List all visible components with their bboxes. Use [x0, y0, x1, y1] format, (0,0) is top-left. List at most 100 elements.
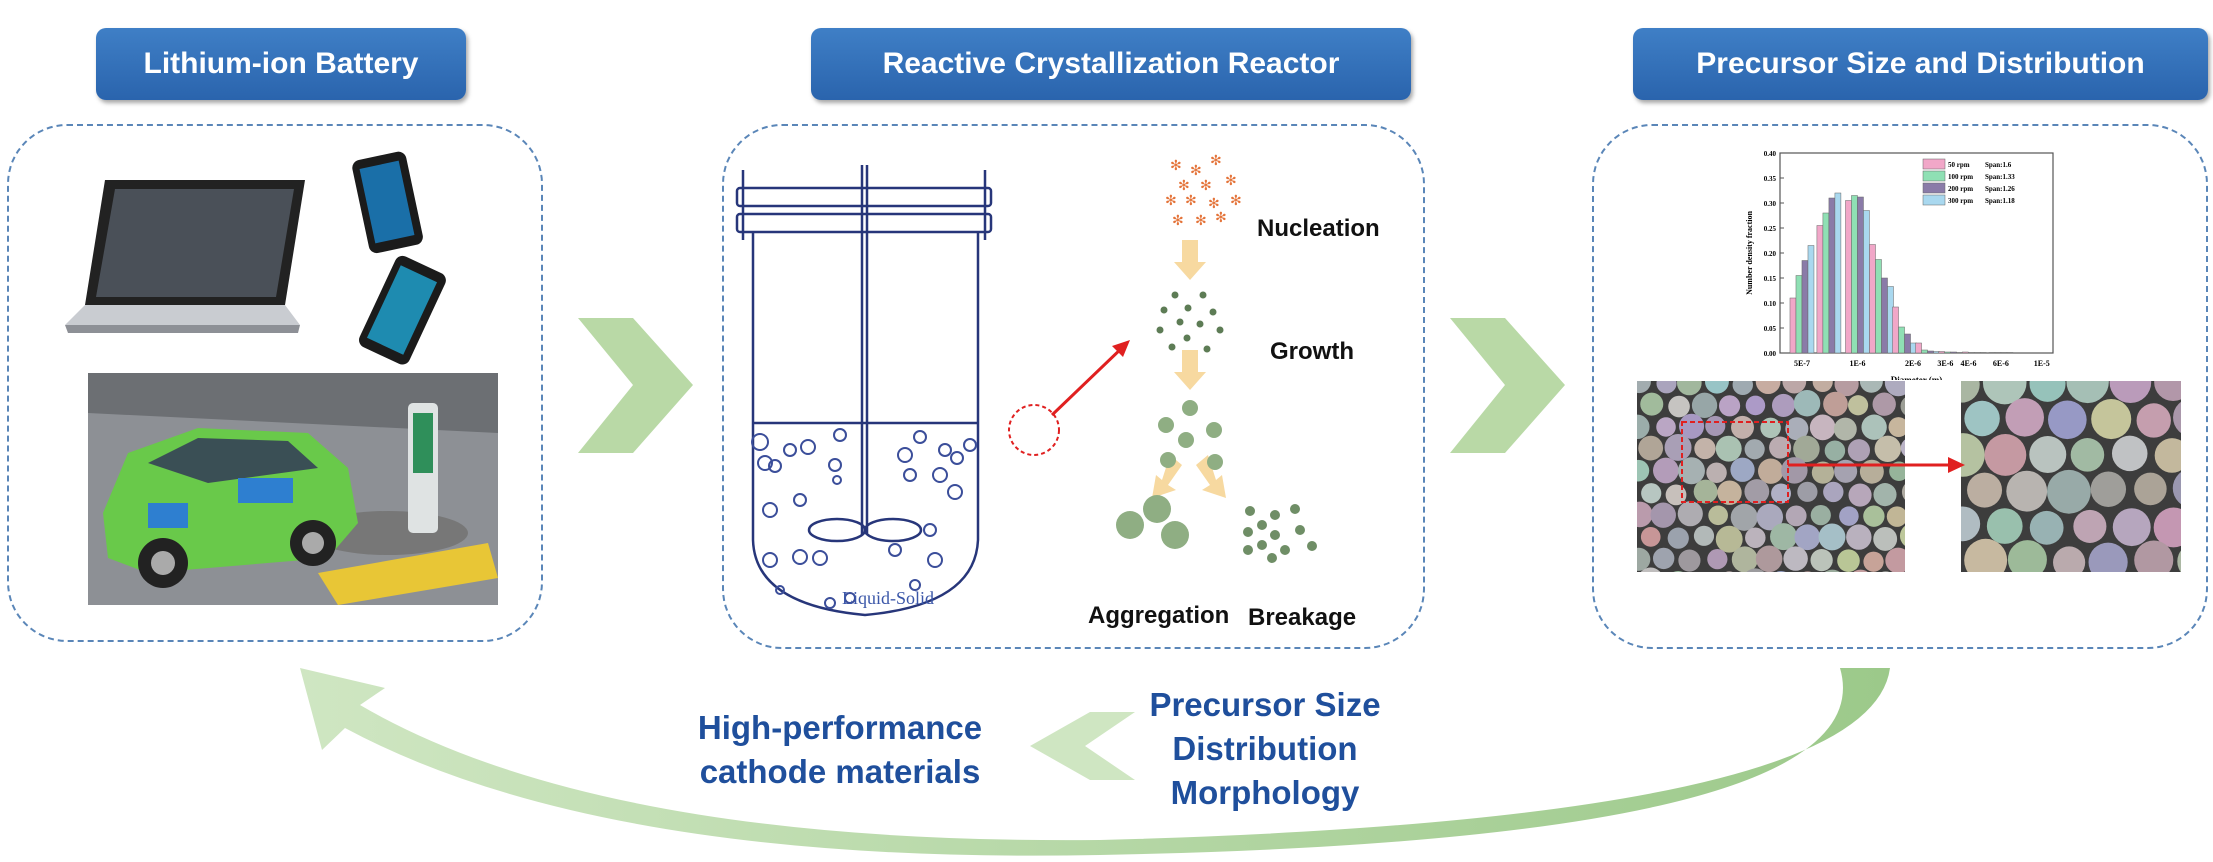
particle	[1961, 433, 1985, 477]
bar-200-rpm	[1857, 196, 1864, 354]
svg-text:✻: ✻	[1190, 162, 1202, 178]
bar-300-rpm	[1956, 352, 1963, 354]
particle	[1640, 392, 1664, 416]
particle	[1964, 400, 2000, 437]
particle	[1637, 547, 1651, 571]
y-tick-label: 0.05	[1764, 325, 1777, 333]
particle	[1640, 527, 1661, 547]
title-reactor: Reactive Crystallization Reactor	[811, 28, 1411, 100]
particle	[1705, 415, 1726, 437]
particle	[1637, 459, 1650, 482]
particle	[1793, 389, 1821, 417]
particle	[1708, 505, 1728, 526]
bar-100-rpm	[1967, 352, 1975, 354]
precursor-properties-text: Precursor Size Distribution Morphology	[1110, 683, 1420, 815]
particle	[1677, 501, 1703, 527]
particle	[1847, 439, 1871, 462]
particle	[2136, 403, 2171, 438]
bar-200-rpm	[2000, 352, 2008, 354]
particle	[1679, 413, 1705, 439]
particle	[1694, 437, 1716, 460]
svg-text:✻: ✻	[1195, 212, 1207, 228]
x-axis-label: Diameter (m)	[1891, 375, 1943, 380]
bar-50-rpm	[1816, 225, 1824, 354]
particle	[2112, 508, 2151, 547]
legend-swatch	[1922, 158, 1946, 170]
flow-arrow-reactor-to-precursor-icon	[1450, 318, 1565, 453]
particle	[1901, 484, 1905, 500]
y-tick-label: 0.30	[1764, 200, 1777, 208]
sem-image-zoomed	[1961, 381, 2181, 572]
legend-span: Span:1.33	[1985, 173, 2015, 181]
particle	[1656, 381, 1677, 394]
reactor-vessel-diagram	[735, 165, 993, 617]
smartphone-icon	[352, 151, 446, 365]
particle	[1656, 417, 1676, 437]
particle	[2005, 398, 2044, 437]
x-tick-label: 4E-6	[1960, 359, 1976, 368]
title-precursor: Precursor Size and Distribution	[1633, 28, 2208, 100]
particle	[1886, 506, 1905, 527]
legend-swatch	[1922, 170, 1946, 182]
particle	[1744, 479, 1770, 504]
electric-car-charging-image	[88, 373, 498, 605]
y-tick-label: 0.15	[1764, 275, 1777, 283]
particle	[1873, 527, 1898, 551]
particle	[1837, 549, 1860, 572]
bar-200-rpm	[1973, 352, 1981, 354]
particle	[2066, 381, 2109, 404]
reactor-panel	[722, 124, 1425, 649]
particle	[1824, 440, 1846, 461]
particle	[1810, 505, 1831, 526]
particle	[2177, 550, 2181, 572]
particle	[1718, 395, 1741, 417]
bar-100-rpm	[1921, 349, 1928, 354]
particle	[1797, 481, 1818, 502]
bar-50-rpm	[1892, 306, 1899, 354]
growth-label: Growth	[1270, 338, 1354, 365]
particle	[1884, 381, 1905, 397]
nuclei-icon: ✻✻✻✻✻✻✻✻✻✻✻✻✻	[1165, 152, 1242, 228]
particle	[2088, 542, 2128, 572]
particle	[1794, 524, 1821, 551]
particle	[1769, 436, 1792, 459]
particle	[2090, 471, 2127, 507]
particle	[2134, 472, 2167, 506]
bar-100-rpm	[1994, 352, 2002, 354]
bar-200-rpm	[1904, 333, 1911, 354]
size-distribution-chart: 0.000.050.100.150.200.250.300.350.405E-7…	[1745, 150, 2054, 380]
particle	[1637, 381, 1651, 394]
particle	[2029, 435, 2067, 473]
particle	[1691, 392, 1718, 418]
particle	[1641, 483, 1662, 504]
bar-200-rpm	[1927, 350, 1934, 354]
particle	[1745, 527, 1766, 548]
particle	[2172, 472, 2181, 505]
nucleation-label: Nucleation	[1257, 215, 1380, 242]
particle	[1961, 381, 1980, 403]
precursor-line: Precursor Size	[1149, 686, 1381, 723]
breakage-label: Breakage	[1248, 604, 1357, 631]
bar-50-rpm	[1938, 351, 1945, 354]
particle	[1707, 548, 1728, 570]
particle	[1986, 508, 2023, 544]
particle	[1823, 391, 1848, 417]
particle	[1861, 414, 1887, 440]
particle	[1693, 479, 1718, 504]
bar-100-rpm	[1822, 212, 1830, 354]
bar-200-rpm	[1828, 197, 1836, 354]
particle	[1833, 417, 1857, 441]
particle	[1853, 569, 1868, 572]
particle	[1746, 568, 1765, 572]
crystallization-process-diagram: ✻✻✻✻✻✻✻✻✻✻✻✻✻	[1116, 152, 1317, 563]
bar-100-rpm	[1944, 351, 1951, 354]
particle	[1758, 458, 1784, 484]
particle	[2134, 540, 2174, 572]
legend-label: 50 rpm	[1948, 161, 1970, 169]
bar-50-rpm	[1915, 342, 1922, 354]
particle	[1668, 395, 1690, 418]
particle	[1776, 570, 1786, 572]
particle	[2046, 469, 2091, 514]
particle	[2029, 510, 2064, 545]
bar-100-rpm	[1795, 275, 1803, 354]
